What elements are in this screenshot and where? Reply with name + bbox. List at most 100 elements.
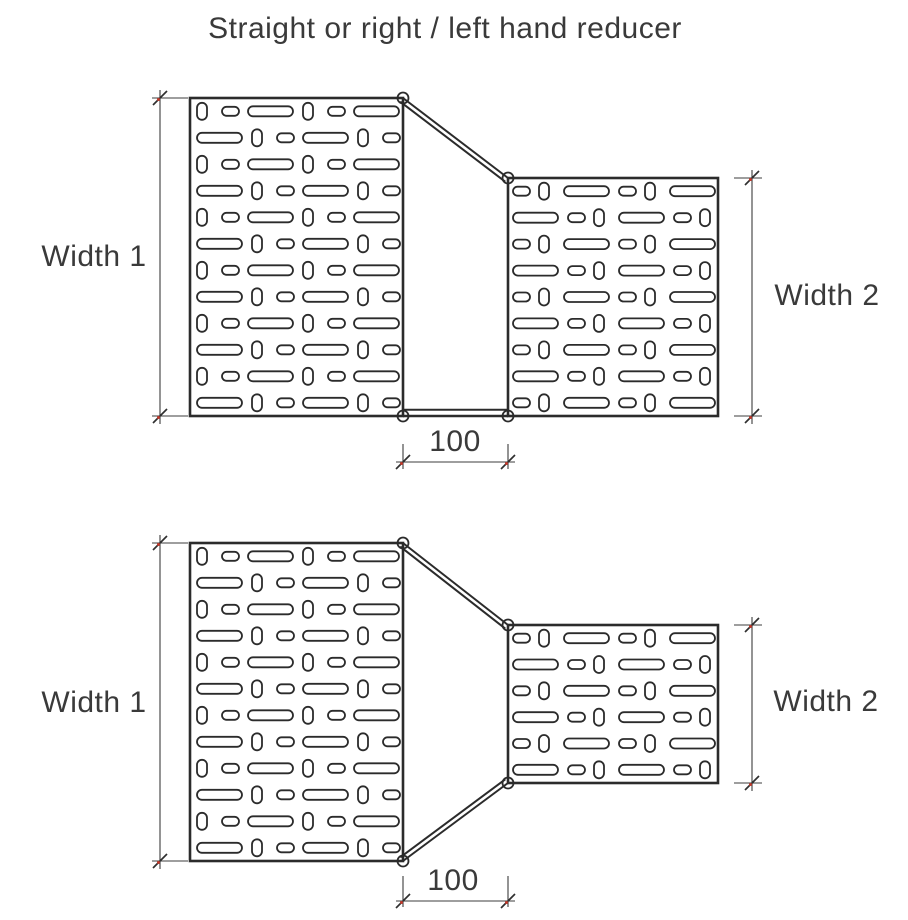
perforation-slot bbox=[353, 656, 400, 669]
perforation-slot bbox=[512, 264, 559, 277]
perforation-slot bbox=[673, 212, 692, 224]
perforation-slot bbox=[353, 211, 400, 224]
perforation-slot bbox=[196, 758, 208, 778]
perforation-slot bbox=[699, 366, 711, 386]
perforation-slot bbox=[382, 291, 401, 303]
perforation-slot bbox=[567, 212, 586, 224]
perforation-slot bbox=[251, 573, 263, 593]
perforation-slot bbox=[196, 599, 208, 619]
perforation-slot bbox=[327, 317, 346, 329]
perforation-slot bbox=[618, 711, 665, 724]
perforation-slot bbox=[247, 656, 294, 669]
perforation-slot bbox=[512, 763, 559, 776]
bottom-width2-tray-panel bbox=[506, 623, 720, 785]
perforation-slot bbox=[618, 397, 637, 409]
dimension-tick bbox=[395, 454, 411, 470]
bottom-reducer-bottom-diagonal-inner bbox=[399, 778, 506, 859]
perforation-slot bbox=[251, 679, 263, 699]
perforation-slot bbox=[353, 370, 400, 383]
perforation-slot bbox=[327, 105, 346, 117]
perforation-slot bbox=[196, 290, 243, 303]
dimension-tick-accent bbox=[157, 861, 160, 864]
perforation-slot bbox=[247, 317, 294, 330]
perforation-slot bbox=[673, 265, 692, 277]
perforation-slot bbox=[302, 184, 349, 197]
perforation-slot bbox=[327, 550, 346, 562]
perforation-slot bbox=[699, 313, 711, 333]
perforation-slot bbox=[644, 681, 656, 701]
perforation-slot bbox=[382, 577, 401, 589]
perforation-slot bbox=[593, 208, 605, 228]
perforation-slot bbox=[353, 815, 400, 828]
perforation-slot bbox=[618, 317, 665, 330]
perforation-slot bbox=[251, 838, 263, 858]
perforation-slot bbox=[196, 237, 243, 250]
perforation-slot bbox=[196, 154, 208, 174]
perforation-slot bbox=[302, 290, 349, 303]
perforation-slot bbox=[538, 181, 550, 201]
perforation-slot bbox=[593, 261, 605, 281]
perforation-slot bbox=[669, 291, 716, 303]
perforation-slot bbox=[196, 735, 243, 748]
perforation-slot bbox=[247, 211, 294, 224]
perforation-slot bbox=[276, 238, 295, 250]
perforation-slot bbox=[512, 317, 559, 330]
perforation-slot bbox=[327, 815, 346, 827]
bottom-reducer-top-diagonal-inner bbox=[399, 545, 506, 630]
dimension-tick-accent bbox=[749, 416, 752, 419]
bottom-joint-circle bbox=[396, 854, 410, 868]
perforation-slot bbox=[382, 630, 401, 642]
perforation-slot bbox=[302, 652, 314, 672]
perforation-slot bbox=[512, 632, 531, 644]
perforation-slot bbox=[567, 711, 586, 723]
perforation-slot bbox=[512, 344, 531, 356]
perforation-slot bbox=[251, 340, 263, 360]
perforation-slot bbox=[221, 211, 240, 223]
perforation-slot bbox=[221, 158, 240, 170]
dimension-tick-accent bbox=[749, 178, 752, 181]
perforation-slot bbox=[357, 785, 369, 805]
perforation-slot bbox=[669, 684, 716, 697]
perforation-slot bbox=[327, 656, 346, 668]
perforation-slot bbox=[251, 287, 263, 307]
perforation-slot bbox=[196, 366, 208, 386]
perforation-slot bbox=[618, 291, 637, 303]
perforation-slot bbox=[327, 264, 346, 276]
perforation-slot bbox=[251, 181, 263, 201]
top-width2-label: Width 2 bbox=[774, 279, 879, 312]
bottom-joint-circle bbox=[501, 776, 515, 790]
perforation-slot bbox=[196, 207, 208, 227]
perforation-slot bbox=[382, 683, 401, 695]
perforation-slot bbox=[353, 317, 400, 330]
perforation-slot bbox=[302, 682, 349, 695]
perforation-slot bbox=[357, 626, 369, 646]
perforation-slot bbox=[593, 313, 605, 333]
perforation-slot bbox=[196, 705, 208, 725]
top-length-dimension bbox=[396, 444, 515, 469]
perforation-slot bbox=[618, 763, 665, 776]
dimension-tick bbox=[395, 893, 411, 909]
perforation-slot bbox=[512, 685, 531, 697]
perforation-slot bbox=[644, 734, 656, 753]
dimension-tick-accent bbox=[505, 462, 508, 465]
perforation-slot bbox=[327, 158, 346, 170]
perforation-slot bbox=[251, 393, 263, 413]
perforation-slot bbox=[357, 679, 369, 699]
perforation-slot bbox=[302, 101, 314, 121]
perforation-slot bbox=[563, 684, 610, 697]
perforation-slot bbox=[221, 264, 240, 276]
perforation-slot bbox=[512, 291, 531, 303]
dimension-tick-accent bbox=[157, 98, 160, 101]
perforation-slot bbox=[538, 234, 550, 254]
perforation-slot bbox=[247, 264, 294, 277]
perforation-slot bbox=[221, 317, 240, 329]
perforation-slot bbox=[302, 788, 349, 801]
perforation-slot bbox=[196, 546, 208, 566]
perforation-slot bbox=[302, 758, 314, 778]
perforation-slot bbox=[276, 344, 295, 356]
perforation-slot bbox=[221, 603, 240, 615]
perforation-slot bbox=[357, 128, 369, 148]
perforation-slot bbox=[327, 709, 346, 721]
perforation-slot bbox=[512, 711, 559, 724]
